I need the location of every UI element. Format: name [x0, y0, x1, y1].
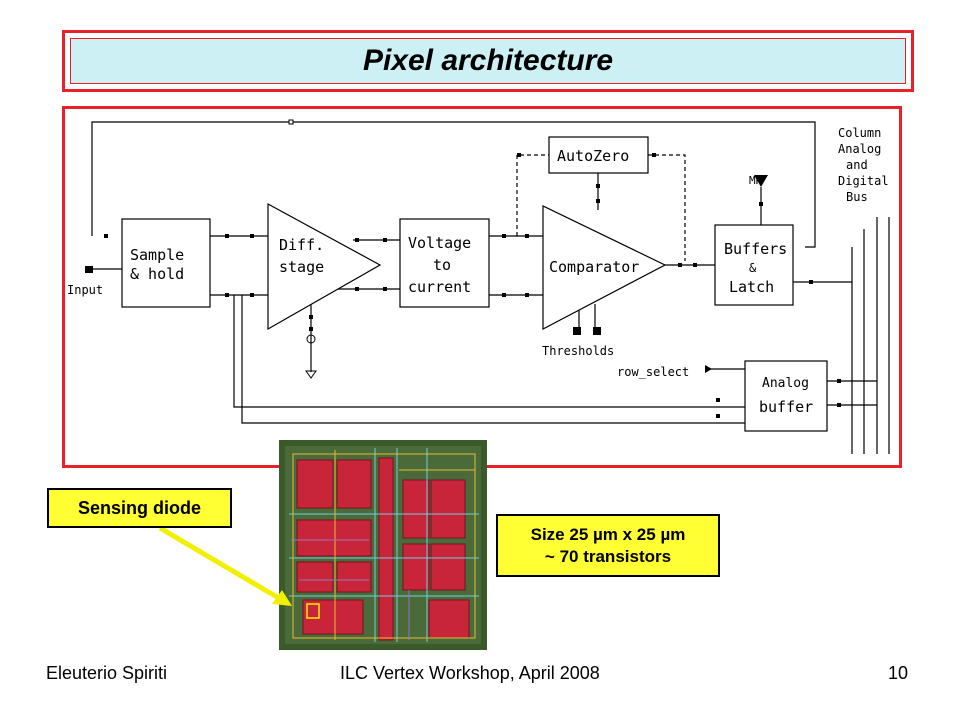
sample-hold-label-1: Sample: [130, 246, 184, 264]
size-line: Size 25 µm x 25 µm: [530, 524, 686, 544]
input-label: Input: [67, 283, 103, 297]
mr-label: MR: [749, 174, 763, 187]
arrow-head-icon: [272, 590, 292, 606]
footer-event: ILC Vertex Workshop, April 2008: [340, 663, 600, 683]
ampersand-label: &: [749, 261, 757, 275]
row-select-label: row_select: [617, 365, 689, 379]
ground-icon: [305, 334, 317, 379]
comparator-block: [542, 205, 667, 330]
latch-label: Latch: [729, 278, 774, 296]
title-box: Pixel architecture: [62, 30, 914, 92]
footer-author: Eleuterio Spiriti: [46, 663, 168, 683]
bus-label-1: Column: [838, 126, 881, 140]
schematic: Sample & hold Diff. stage Voltage to cur…: [67, 119, 890, 454]
voltage-to-current-block: [399, 218, 490, 308]
bus-label-2: Analog: [838, 142, 881, 156]
connection-dots: [85, 119, 841, 418]
diff-stage-label-2: stage: [279, 258, 324, 276]
v2c-label-1: Voltage: [408, 234, 471, 252]
buffers-label: Buffers: [724, 240, 787, 258]
autozero-label: AutoZero: [557, 147, 629, 165]
analog-buffer-block: [744, 360, 828, 432]
comparator-label: Comparator: [549, 258, 639, 276]
sensing-diode-callout: Sensing diode: [47, 488, 232, 528]
pixel-architecture-diagram: Sample & hold Diff. stage Voltage to cur…: [62, 106, 902, 468]
slide-title: Pixel architecture: [362, 44, 614, 77]
bus-label-5: Bus: [846, 190, 868, 204]
v2c-label-2: to: [433, 256, 451, 274]
sensing-diode-region: [306, 603, 320, 619]
sample-hold-block: [121, 218, 211, 308]
size-callout: Size 25 µm x 25 µm ~ 70 transistors: [496, 514, 720, 577]
bus-label-4: Digital: [838, 174, 889, 188]
analog-buffer-label-2: buffer: [759, 398, 813, 416]
analog-buffer-label-1: Analog: [762, 376, 809, 391]
v2c-label-3: current: [408, 278, 471, 296]
autozero-block: [548, 136, 649, 174]
chip-layout-image: [279, 440, 487, 650]
title-panel: Pixel architecture: [70, 38, 906, 84]
sample-hold-label-2: & hold: [130, 265, 184, 283]
page-number: 10: [888, 663, 909, 683]
buffers-latch-block: [714, 224, 794, 306]
bus-label-3: and: [846, 158, 868, 172]
transistor-count-line: ~ 70 transistors: [544, 546, 672, 566]
diff-stage-label-1: Diff.: [279, 236, 324, 254]
diff-stage-block: [267, 202, 382, 331]
thresholds-label: Thresholds: [542, 344, 614, 358]
